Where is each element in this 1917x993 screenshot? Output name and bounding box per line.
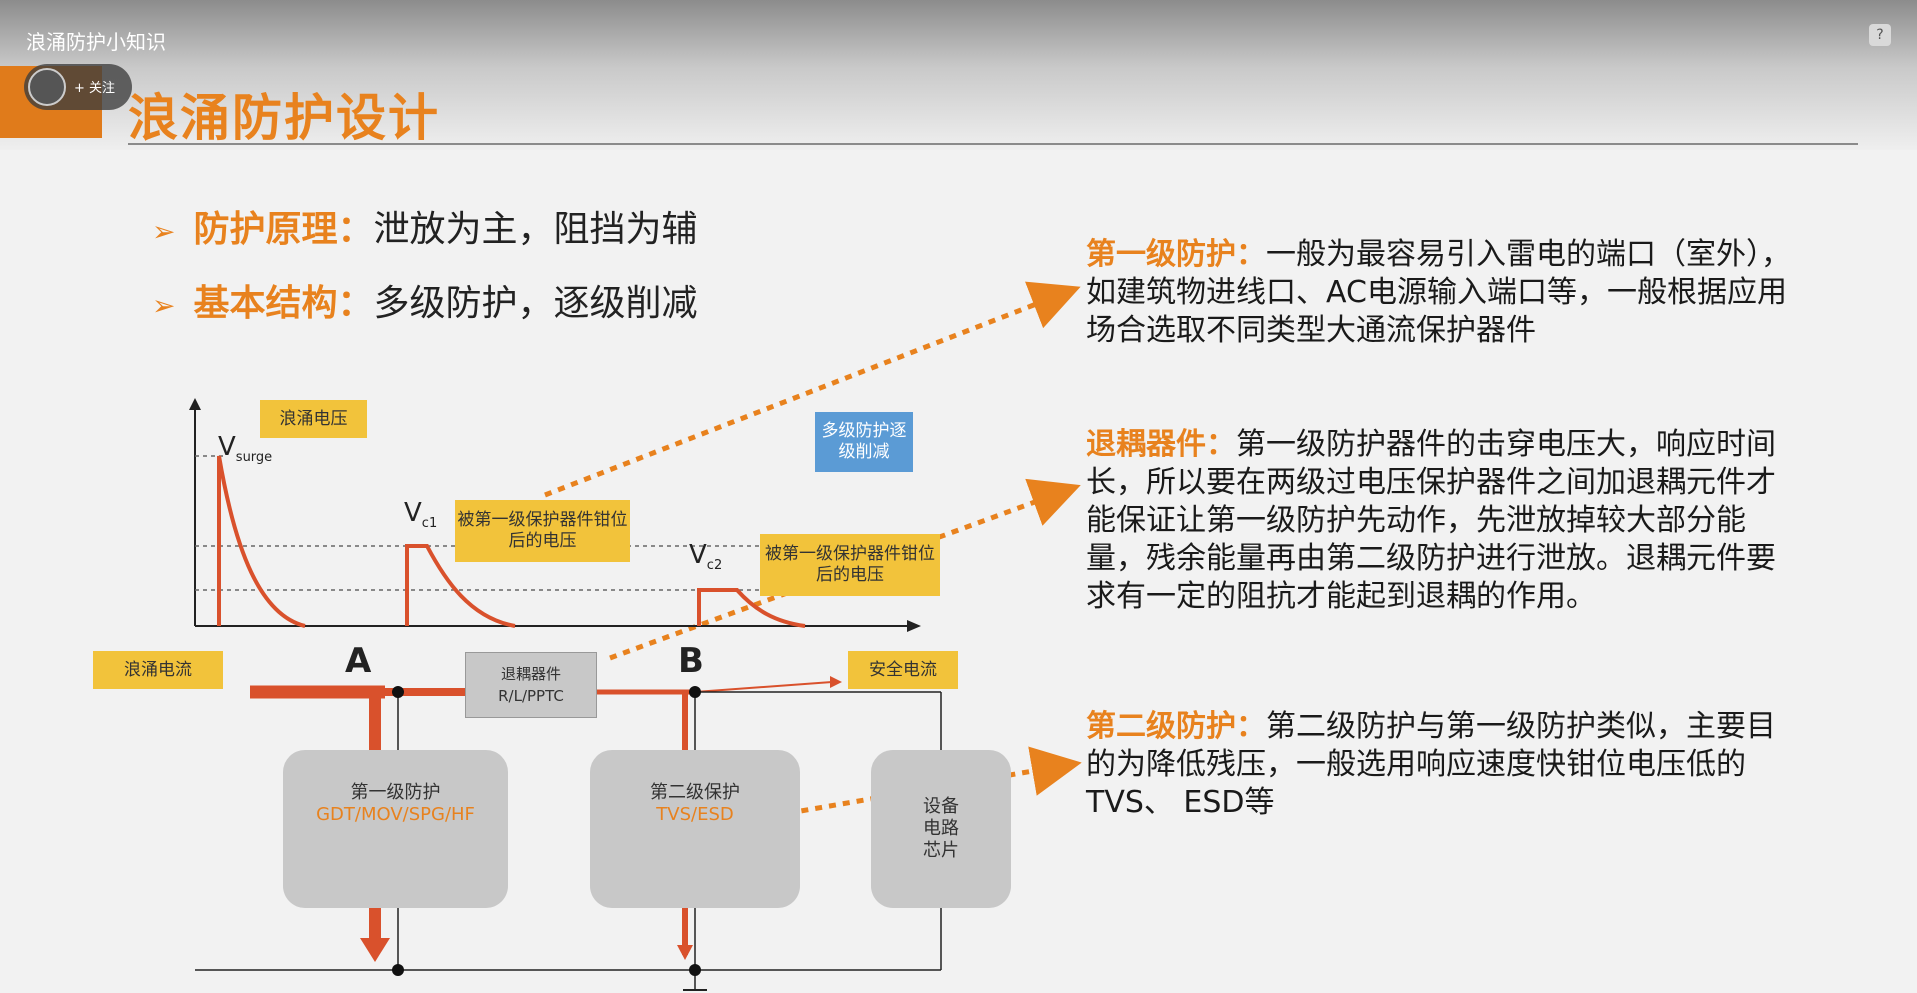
v-surge-label: Vsurge (218, 432, 273, 466)
vc1-label: Vc1 (404, 498, 438, 532)
node-b-label: B (678, 641, 704, 681)
surge-protection-diagram: 浪涌电压 Vsurge Vc1 Vc2 被第一级保护器件钳位后的电压 被第一级保… (75, 390, 1035, 993)
help-icon[interactable]: ? (1869, 24, 1891, 46)
stage1-box: 第一级防护 GDT/MOV/SPG/HF (283, 750, 508, 908)
bullet-arrow-icon: ➢ (152, 215, 176, 248)
title-divider (128, 143, 1858, 145)
video-title: 浪涌防护小知识 (26, 30, 166, 54)
arrow-to-stage1 (544, 281, 1081, 498)
panel-stage2: 第二级防护：第二级防护与第一级防护类似，主要目的为降低残压，一般选用响应速度快钳… (1086, 709, 1776, 820)
bullet-arrow-icon: ➢ (152, 289, 176, 322)
avatar[interactable] (28, 68, 66, 106)
vc2-label: Vc2 (689, 540, 723, 574)
follow-label: + 关注 (74, 81, 116, 96)
arrow-to-stage2 (759, 746, 1082, 821)
panel-stage1: 第一级防护：一般为最容易引入雷电的端口（室外），如建筑物进线口、AC电源输入端口… (1086, 237, 1791, 348)
multi-stage-tag: 多级防护逐级削减 (815, 412, 913, 472)
clamp2-tag: 被第一级保护器件钳位后的电压 (760, 534, 940, 596)
surge-voltage-tag: 浪涌电压 (260, 400, 367, 438)
decoupler-box: 退耦器件 R/L/PPTC (465, 652, 597, 718)
clamp1-tag: 被第一级保护器件钳位后的电压 (455, 500, 630, 562)
device-chip-box: 设备电路芯片 (871, 750, 1011, 908)
safe-current-tag: 安全电流 (848, 651, 958, 689)
slide-title: 浪涌防护设计 (128, 89, 440, 147)
panel-decoupler: 退耦器件：第一级防护器件的击穿电压大，响应时间长，所以要在两级过电压保护器件之间… (1086, 427, 1776, 614)
node-a-label: A (345, 641, 372, 681)
surge-current-tag: 浪涌电流 (93, 651, 223, 689)
follow-button[interactable]: + 关注 (24, 64, 132, 110)
video-top-bar (0, 0, 1917, 150)
stage2-box: 第二级保护 TVS/ESD (590, 750, 800, 908)
bullet-principle: ➢防护原理：泄放为主，阻挡为辅 (152, 209, 698, 250)
bullet-structure: ➢基本结构：多级防护，逐级削减 (152, 283, 698, 324)
